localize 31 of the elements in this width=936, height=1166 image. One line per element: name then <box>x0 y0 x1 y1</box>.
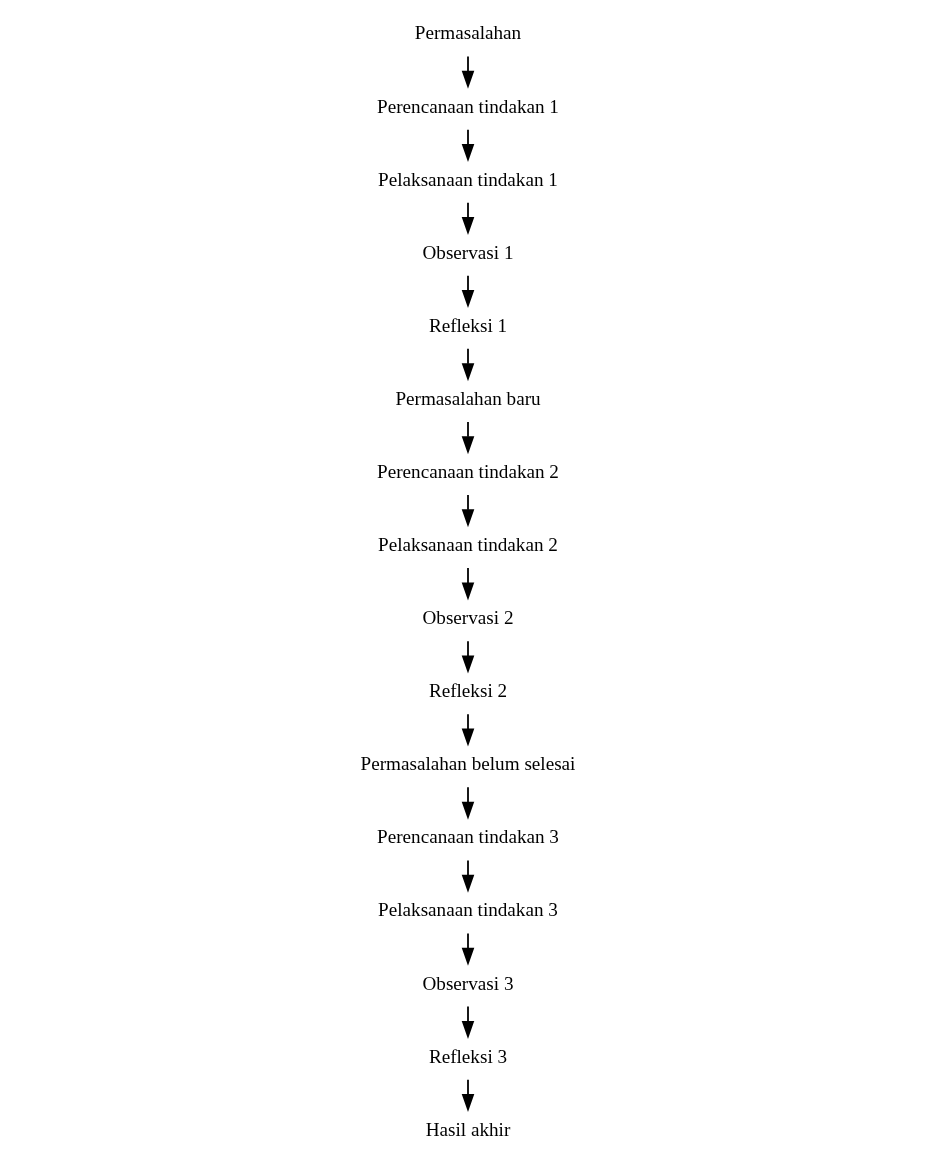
node-text: Permasalahan baru <box>395 387 541 409</box>
node-text: Hasil akhir <box>425 1118 511 1140</box>
node-text: Pelaksanaan tindakan 1 <box>378 168 558 190</box>
arrow <box>461 859 475 893</box>
node-text: Pelaksanaan tindakan 3 <box>378 899 558 921</box>
arrow <box>461 201 475 236</box>
node-text: Perencanaan tindakan 2 <box>377 460 559 482</box>
arrow <box>461 128 475 162</box>
arrow <box>461 421 475 455</box>
node-text: Perencanaan tindakan 1 <box>377 95 559 117</box>
node-text: Observasi 3 <box>422 972 514 994</box>
arrow <box>461 932 475 966</box>
node-text: Permasalahan <box>414 22 522 44</box>
node-text: Observasi 1 <box>422 241 514 263</box>
arrow <box>461 347 475 382</box>
arrow <box>461 1005 475 1039</box>
node-text: Perencanaan tindakan 3 <box>377 826 559 848</box>
arrow <box>461 274 475 309</box>
arrow <box>461 494 475 528</box>
arrow <box>461 1078 475 1112</box>
node-text: Permasalahan belum selesai <box>360 753 576 775</box>
arrow <box>461 55 475 89</box>
node-text: Pelaksanaan tindakan 2 <box>378 534 558 556</box>
arrow <box>461 786 475 820</box>
arrow <box>461 567 475 601</box>
node-text: Observasi 2 <box>422 607 514 629</box>
node-text: Refleksi 1 <box>428 314 508 336</box>
node-text: Refleksi 3 <box>428 1045 508 1067</box>
node-text: Refleksi 2 <box>428 680 508 702</box>
arrow <box>461 640 475 674</box>
arrow <box>461 713 475 747</box>
